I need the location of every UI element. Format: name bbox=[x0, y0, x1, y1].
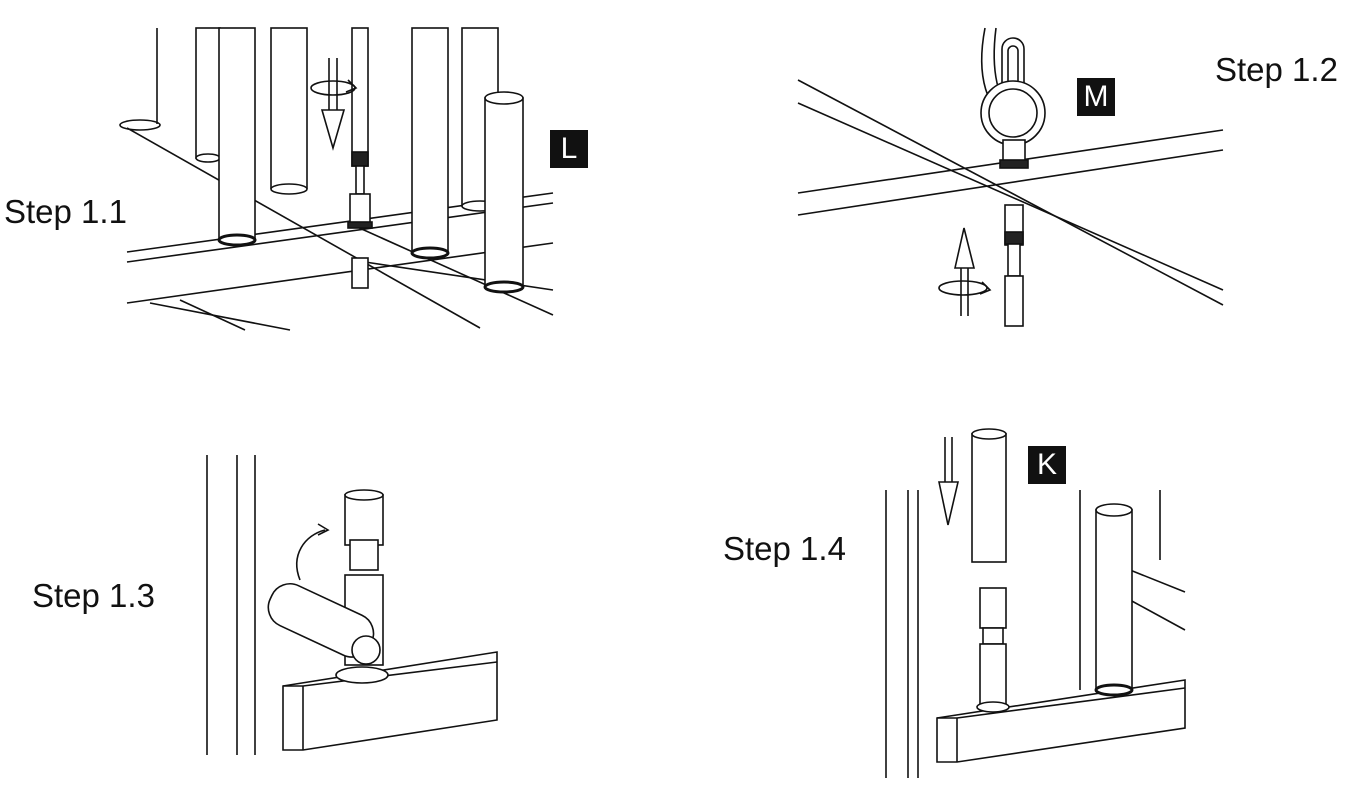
rotate-arrow-icon bbox=[938, 280, 992, 296]
part-l-badge: L bbox=[550, 130, 588, 168]
step-1-1-label: Step 1.1 bbox=[4, 193, 127, 230]
step-1-3-label: Step 1.3 bbox=[32, 577, 155, 614]
step-1-3-illustration bbox=[206, 455, 498, 755]
socket-installed bbox=[976, 587, 1010, 713]
tube-mounted bbox=[1094, 503, 1134, 697]
hook-m bbox=[999, 139, 1029, 169]
tube-l bbox=[483, 91, 525, 294]
step-1-4-label: Step 1.4 bbox=[723, 530, 846, 567]
rotate-arrow-icon bbox=[310, 79, 358, 96]
tube-k bbox=[971, 428, 1007, 563]
down-arrow-icon bbox=[320, 58, 346, 151]
tube-set-left bbox=[119, 27, 499, 260]
part-m-badge: M bbox=[1077, 78, 1115, 116]
part-k-badge: K bbox=[1028, 446, 1066, 484]
down-arrow-icon bbox=[938, 437, 960, 526]
rod-below bbox=[1004, 204, 1024, 327]
step-1-2-label: Step 1.2 bbox=[1215, 51, 1338, 88]
up-arrow-icon bbox=[954, 227, 976, 316]
curved-arrow-icon bbox=[296, 523, 330, 581]
socket-rod bbox=[347, 27, 373, 289]
step-1-2-illustration bbox=[797, 27, 1224, 327]
socket-tilted bbox=[267, 583, 381, 665]
chain-loop bbox=[980, 27, 1046, 146]
step-1-4-illustration bbox=[885, 428, 1186, 778]
step-1-1-illustration bbox=[119, 27, 554, 331]
